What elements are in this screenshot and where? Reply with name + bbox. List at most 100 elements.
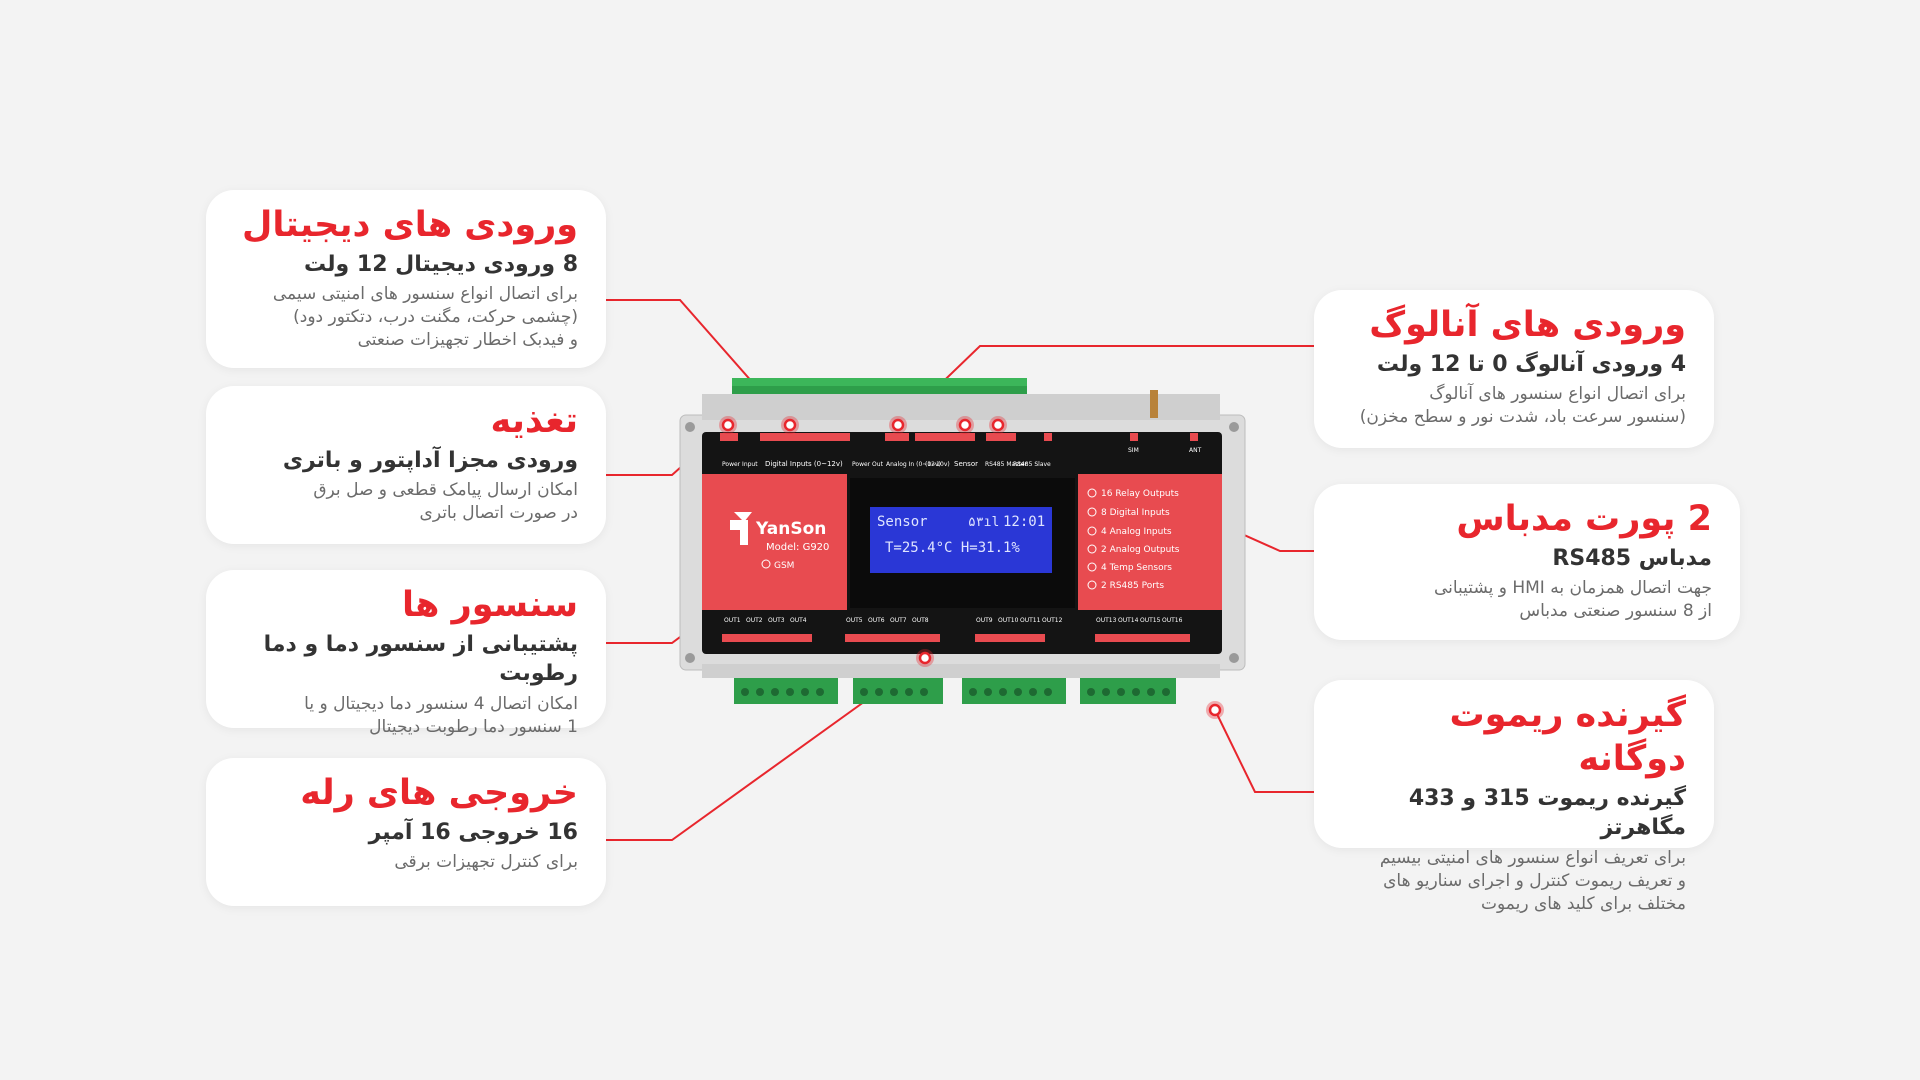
desc-line: امکان اتصال 4 سنسور دما دیجیتال و یا <box>304 694 578 715</box>
dot-analog <box>889 416 907 434</box>
desc-line: برای اتصال انواع سنسور های امنیتی سیمی <box>272 284 578 305</box>
analog-in-label: Analog In (0~12v) <box>886 461 941 468</box>
out-label-4: OUT4 <box>790 617 807 624</box>
thermometer-icon <box>1087 562 1097 572</box>
out-label-5: OUT5 <box>846 617 863 624</box>
desc-line: برای اتصال انواع سنسور های آنالوگ <box>1429 384 1686 405</box>
card-description: برای تعریف انواع سنسور های امنیتی بیسیم … <box>1342 847 1686 916</box>
brand-name: YanSon <box>755 519 826 539</box>
desc-line: (سنسور سرعت باد، شدت نور و سطح مخزن) <box>1359 407 1686 428</box>
gsm-label: GSM <box>774 561 794 571</box>
out-label-13: OUT13 <box>1096 617 1117 624</box>
dot-power <box>719 416 737 434</box>
out-label-8: OUT8 <box>912 617 929 624</box>
lcd-line1-left: Sensor <box>877 514 928 530</box>
lcd-line2: T=25.4°C H=31.1% <box>885 540 1020 556</box>
dot-relay <box>916 649 934 667</box>
model-label: Model: G920 <box>766 542 829 553</box>
card-analog-inputs: ورودی های آنالوگ 4 ورودی آنالوگ 0 تا 12 … <box>1314 290 1714 448</box>
lcd-time: 12:01 <box>1003 514 1045 530</box>
desc-line: برای تعریف انواع سنسور های امنیتی بیسیم <box>1379 847 1686 868</box>
ant-label: ANT <box>1189 447 1202 454</box>
desc-line: مختلف برای کلید های ریموت <box>1481 893 1686 914</box>
card-modbus: 2 پورت مدباس مدباس RS485 جهت اتصال همزما… <box>1314 484 1740 640</box>
power-input-label: Power Input <box>722 461 758 468</box>
out-label-10: OUT10 <box>998 617 1019 624</box>
dot-modbus <box>989 416 1007 434</box>
card-power: تغذیه ورودی مجزا آداپتور و باتری امکان ا… <box>206 386 606 544</box>
digital-inputs-label: Digital Inputs (0~12v) <box>765 460 843 468</box>
card-sensors: سنسور ها پشتیبانی از سنسور دما و دما رطو… <box>206 570 606 737</box>
card-relay-outputs: خروجی های رله 16 خروجی 16 آمپر برای کنتر… <box>206 758 606 906</box>
relay-icon <box>1087 488 1097 498</box>
feature-list: 16 Relay Outputs 8 Digital Inputs 4 Anal… <box>1087 488 1180 591</box>
gsm-icon <box>761 559 771 569</box>
out-label-9: OUT9 <box>976 617 993 624</box>
out-label-11: OUT11 <box>1020 617 1041 624</box>
card-title: ورودی های دیجیتال <box>242 205 578 245</box>
out-label-3: OUT3 <box>768 617 785 624</box>
dot-sensor <box>956 416 974 434</box>
digital-icon <box>1087 507 1097 517</box>
analog-out-icon <box>1087 544 1097 554</box>
sensor-port-label: Sensor <box>954 460 978 468</box>
rs485-icon <box>1087 580 1097 590</box>
connector-lines <box>606 299 1314 841</box>
card-description: برای اتصال انواع سنسور های آنالوگ (سنسور… <box>1342 383 1686 429</box>
controller-device: YanSon Model: G920 GSM Sensor ۵۳ıl 12:01… <box>679 378 1246 704</box>
card-title: 2 پورت مدباس <box>1456 499 1712 539</box>
desc-line: 1 سنسور دما رطوبت دیجیتال <box>369 717 578 738</box>
feature-5: 4 Temp Sensors <box>1101 563 1172 573</box>
out-label-7: OUT7 <box>890 617 907 624</box>
out-label-14: OUT14 <box>1118 617 1139 624</box>
desc-line: (چشمی حرکت، مگنت درب، دتکتور دود) <box>293 307 578 328</box>
top-port-markers <box>720 433 1198 441</box>
desc-line: در صورت اتصال باتری <box>419 503 578 524</box>
relay-labels: OUT1 OUT2 OUT3 OUT4 OUT5 OUT6 OUT7 OUT8 … <box>724 617 1183 624</box>
card-subtitle: ورودی مجزا آداپتور و باتری <box>282 447 578 473</box>
desc-line: از 8 سنسور صنعتی مدباس <box>1519 601 1712 622</box>
card-subtitle: 8 ورودی دیجیتال 12 ولت <box>304 251 578 277</box>
power-out-label: Power Out <box>852 461 884 468</box>
line-remote <box>1214 709 1314 793</box>
out-label-2: OUT2 <box>746 617 763 624</box>
master-label: RS485 Master <box>985 461 1027 468</box>
card-title: خروجی های رله <box>300 773 578 813</box>
card-subtitle: گیرنده ریموت 315 و 433 مگاهرتز <box>1408 785 1686 841</box>
card-description: برای اتصال انواع سنسور های امنیتی سیمی (… <box>234 283 578 352</box>
card-subtitle: 16 خروجی 16 آمپر <box>368 819 578 845</box>
out-label-15: OUT15 <box>1140 617 1161 624</box>
card-subtitle: پشتیبانی از سنسور دما و دما رطوبت <box>263 631 578 687</box>
card-description: امکان اتصال 4 سنسور دما دیجیتال و یا 1 س… <box>234 693 578 739</box>
card-remote-receiver: گیرنده ریموت دوگانه گیرنده ریموت 315 و 4… <box>1314 680 1714 914</box>
card-title: گیرنده ریموت دوگانه <box>1449 695 1687 779</box>
desc-line: و تعریف ریموت کنترل و اجرای سناریو های <box>1383 870 1686 891</box>
slave-label: RS485 Slave <box>1013 461 1051 468</box>
line-relay <box>606 657 926 841</box>
card-description: امکان ارسال پیامک قطعی و صل برق در صورت … <box>234 479 578 525</box>
analog-icon <box>1087 526 1097 536</box>
target-dots <box>719 416 1224 719</box>
card-description: برای کنترل تجهیزات برقی <box>234 851 578 874</box>
card-title: سنسور ها <box>401 585 578 625</box>
lcd-signal: ۵۳ıl <box>968 515 999 530</box>
out-label-12: OUT12 <box>1042 617 1063 624</box>
out-label-6: OUT6 <box>868 617 885 624</box>
antenna <box>1150 390 1158 418</box>
feature-3: 4 Analog Inputs <box>1101 527 1172 537</box>
sim-label: SIM <box>1128 447 1139 454</box>
desc-line: برای کنترل تجهیزات برقی <box>394 852 578 873</box>
yanson-logo <box>730 512 752 545</box>
card-digital-inputs: ورودی های دیجیتال 8 ورودی دیجیتال 12 ولت… <box>206 190 606 368</box>
lcd-screen <box>870 507 1052 573</box>
card-title: ورودی های آنالوگ <box>1369 305 1686 345</box>
desc-line: و فیدبک اخطار تجهیزات صنعتی <box>357 330 578 351</box>
top-port-labels: Power Input Digital Inputs (0~12v) Power… <box>722 447 1202 468</box>
analog-out-label: (0~10v) <box>925 461 950 468</box>
relay-markers <box>722 634 1190 642</box>
feature-2: 8 Digital Inputs <box>1101 508 1170 518</box>
desc-line: جهت اتصال همزمان به HMI و پشتیبانی <box>1433 578 1712 599</box>
card-subtitle: 4 ورودی آنالوگ 0 تا 12 ولت <box>1376 351 1686 377</box>
dot-remote <box>1206 701 1224 719</box>
